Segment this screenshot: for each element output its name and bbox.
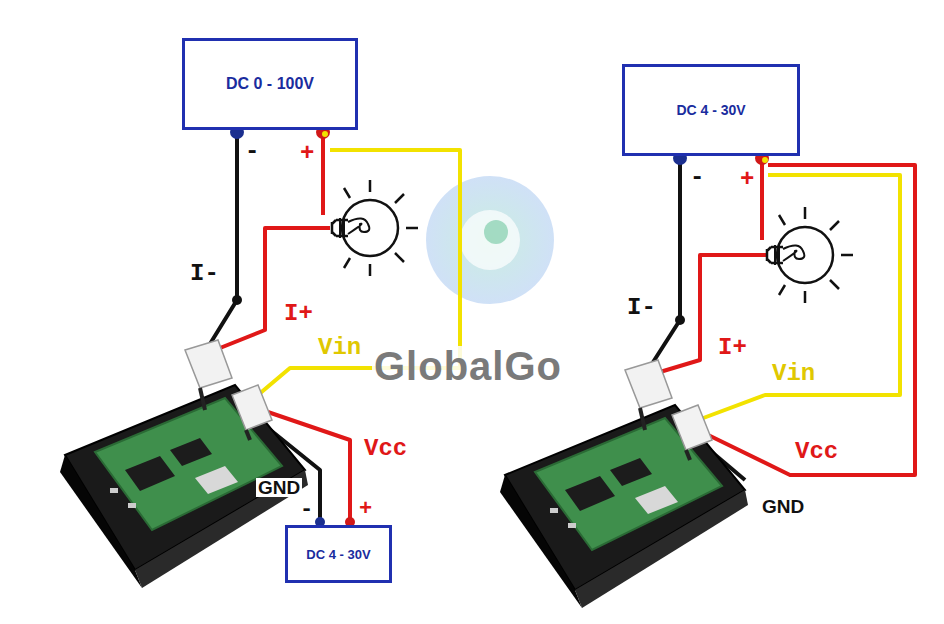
wire-label: I+ (282, 302, 315, 326)
right-terminals (673, 151, 769, 325)
power-supply-box: DC 0 - 100V (182, 38, 358, 130)
watermark-logo (426, 176, 554, 304)
right-wires (660, 255, 768, 372)
wire-label: I+ (716, 336, 749, 360)
left-terminals (230, 125, 355, 527)
wire-label: - (298, 499, 315, 521)
wire-label: - (243, 140, 261, 164)
watermark-logo (484, 220, 508, 244)
lamp-right (767, 207, 853, 303)
right-wires (760, 160, 764, 240)
power-supply-box: DC 4 - 30V (622, 64, 800, 156)
wire-label: GND (256, 478, 302, 497)
supply-voltage-text: DC 4 - 30V (676, 102, 745, 118)
wire-label: GND (760, 497, 806, 516)
power-supply-box: DC 4 - 30V (285, 525, 392, 583)
meter-module-right (500, 360, 748, 608)
meter-module-left (60, 340, 308, 588)
left-wires (215, 228, 330, 350)
left-wires (321, 135, 325, 215)
wire-label: Vin (316, 336, 363, 360)
wire-label: I- (625, 296, 658, 320)
wire-label: Vcc (793, 440, 840, 464)
watermark: GlobalGo (372, 346, 564, 386)
wire-label: Vcc (362, 437, 409, 461)
wire-label: I- (188, 262, 221, 286)
wire-label: + (357, 499, 374, 521)
left-terminals (322, 131, 328, 137)
left-terminals (232, 295, 242, 305)
right-terminals (762, 157, 768, 163)
wire-label: - (688, 166, 706, 190)
left-wires (205, 135, 237, 352)
wire-label: + (298, 142, 316, 166)
wire-label: Vin (770, 362, 817, 386)
watermark-logo (426, 176, 554, 304)
right-wires (648, 160, 680, 370)
right-terminals (675, 315, 685, 325)
right-wires (698, 175, 900, 420)
right-wires (702, 165, 915, 475)
lamp-left (332, 180, 418, 276)
supply-voltage-text: DC 4 - 30V (306, 547, 370, 562)
watermark-logo (460, 210, 520, 270)
supply-voltage-text: DC 0 - 100V (226, 75, 314, 93)
wire-label: + (738, 168, 756, 192)
